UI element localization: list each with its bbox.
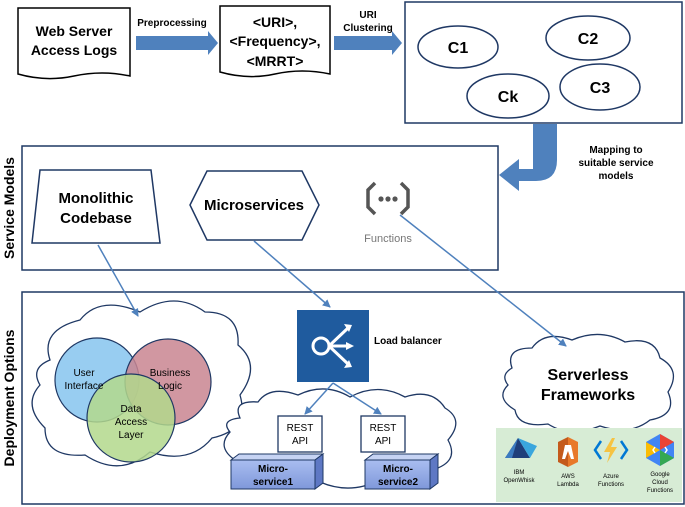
aws-lambda-icon (558, 437, 578, 467)
business-logic-line1: Business (150, 368, 191, 379)
preprocessing-label: Preprocessing (137, 18, 206, 29)
rest-api-1: REST API (277, 415, 323, 453)
cluster-c1-label: C1 (448, 40, 469, 57)
logs-title-line2: Access Logs (31, 42, 118, 58)
serverless-line2: Frameworks (541, 387, 635, 404)
microservices-to-lb-arrow (253, 240, 331, 308)
microservices-model: Microservices (189, 170, 320, 241)
provider-azure-line2: Functions (598, 482, 624, 488)
rest-api-1-line2: API (292, 436, 308, 447)
rest-api-2: REST API (360, 415, 406, 453)
tuple-frequency: <Frequency>, (229, 33, 320, 49)
functions-to-serverless-arrow (399, 214, 567, 347)
provider-azure-line1: Azure (603, 474, 619, 480)
data-access-line1: Data (120, 404, 142, 415)
microservice-2-block: Micro- service2 (363, 453, 440, 490)
microservice-2-line1: Micro- (383, 464, 413, 475)
provider-ibm-line2: OpenWhisk (503, 478, 535, 484)
functions-label: Functions (364, 233, 412, 245)
provider-google-line2: Cloud (652, 480, 668, 486)
serverless-line1: Serverless (548, 367, 629, 384)
rest-api-2-line1: REST (370, 423, 397, 434)
microservices-label: Microservices (204, 197, 304, 214)
ibm-openwhisk-icon (505, 438, 537, 458)
functions-icon (366, 181, 410, 216)
google-cloud-functions-icon (646, 434, 674, 466)
rest-api-2-line2: API (375, 436, 391, 447)
business-logic-line2: Logic (158, 381, 182, 392)
provider-google-line3: Functions (647, 488, 673, 494)
clustering-arrow: URI Clustering (334, 10, 402, 55)
clustering-label-line2: Clustering (343, 23, 392, 34)
functions-model: Functions (364, 181, 412, 245)
monolith-to-cloud-arrow (97, 244, 139, 317)
data-access-circle (86, 373, 176, 463)
monolithic-codebase: Monolithic Codebase (31, 169, 161, 244)
provider-ibm-line1: IBM (514, 470, 525, 476)
user-interface-line1: User (73, 368, 95, 379)
mapping-arrow: Mapping to suitable service models (499, 124, 654, 191)
logs-title-line1: Web Server (36, 23, 113, 39)
lb-to-api1-arrow (304, 382, 334, 415)
load-balancer-label: Load balancer (374, 336, 442, 347)
monolithic-line1: Monolithic (59, 190, 134, 207)
deployment-options-section: Deployment Options User Interface Busine… (1, 291, 685, 505)
provider-aws-line1: AWS (561, 474, 574, 480)
cluster-c1 (417, 25, 499, 69)
clusters-box: C1 C2 C3 Ck (404, 1, 683, 124)
rest-api-1-line1: REST (287, 423, 314, 434)
cluster-ck-label: Ck (498, 89, 519, 106)
connectors (97, 214, 567, 415)
monolithic-line2: Codebase (60, 210, 132, 227)
cluster-c3 (559, 63, 641, 111)
cluster-ck (466, 73, 550, 119)
microservice-1-block: Micro- service1 (229, 453, 325, 490)
provider-azure: Azure Functions (593, 438, 629, 488)
data-access-line3: Layer (118, 430, 144, 441)
provider-aws-line2: Lambda (557, 482, 579, 488)
tuple-mrrt: <MRRT> (247, 53, 304, 69)
tuple-uri: <URI>, (253, 14, 297, 30)
service-models-section: Service Models Monolithic Codebase Micro… (1, 145, 499, 271)
access-logs-document: Web Server Access Logs (17, 7, 131, 80)
mapping-label-line2: suitable service (578, 158, 653, 169)
cluster-c2 (545, 15, 631, 61)
lb-to-api2-arrow (332, 382, 382, 415)
preprocessing-arrow: Preprocessing (136, 18, 218, 55)
provider-aws: AWS Lambda (557, 437, 580, 488)
provider-google-line1: Google (650, 472, 670, 478)
serverless-cloud (502, 333, 675, 433)
mapping-label-line1: Mapping to (589, 145, 642, 156)
deployment-options-label: Deployment Options (1, 329, 17, 466)
microservice-2-line2: service2 (378, 477, 418, 488)
provider-google: Google Cloud Functions (646, 434, 674, 494)
cluster-c3-label: C3 (590, 80, 611, 97)
microservice-1-line2: service1 (253, 477, 293, 488)
clustering-label-line1: URI (359, 10, 376, 21)
service-models-label: Service Models (1, 157, 17, 259)
provider-ibm: IBM OpenWhisk (503, 438, 537, 484)
azure-functions-icon (593, 438, 629, 463)
mapping-label-line3: models (598, 171, 633, 182)
feature-tuple-document: <URI>, <Frequency>, <MRRT> (219, 5, 331, 78)
microservice-1-line1: Micro- (258, 464, 288, 475)
cluster-c2-label: C2 (578, 31, 599, 48)
data-access-line2: Access (115, 417, 147, 428)
load-balancer: Load balancer (297, 310, 442, 382)
user-interface-line2: Interface (65, 381, 104, 392)
